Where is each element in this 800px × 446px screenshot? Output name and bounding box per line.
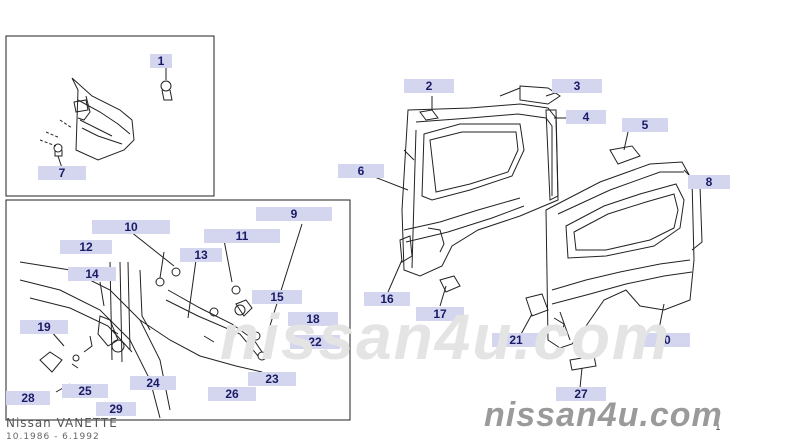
- callout-10[interactable]: 10: [92, 220, 170, 234]
- fuel-lid-drawing: [39, 64, 173, 169]
- callout-23[interactable]: 23: [248, 372, 296, 386]
- left-side-panel-drawing: [399, 85, 561, 293]
- callout-3[interactable]: 3: [552, 79, 602, 93]
- callout-24[interactable]: 24: [130, 376, 176, 390]
- callout-21[interactable]: 21: [492, 333, 540, 347]
- callout-28[interactable]: 28: [6, 391, 50, 405]
- callout-11[interactable]: 11: [204, 229, 280, 243]
- callout-8[interactable]: 8: [688, 175, 730, 189]
- callout-29[interactable]: 29: [96, 402, 136, 416]
- callout-22[interactable]: 22: [290, 335, 340, 349]
- callout-19[interactable]: 19: [20, 320, 68, 334]
- callout-4[interactable]: 4: [566, 110, 606, 124]
- inset-frame-lower: [5, 199, 351, 421]
- inset-frame-upper: [5, 35, 215, 197]
- callout-26[interactable]: 26: [208, 387, 256, 401]
- callout-14[interactable]: 14: [68, 267, 116, 281]
- period-caption: 10.1986 - 6.1992: [6, 432, 100, 442]
- callout-7[interactable]: 7: [38, 166, 86, 180]
- callout-27[interactable]: 27: [556, 387, 606, 401]
- callout-15[interactable]: 15: [252, 290, 302, 304]
- callout-25[interactable]: 25: [62, 384, 108, 398]
- callout-18[interactable]: 18: [288, 312, 338, 326]
- callout-2[interactable]: 2: [404, 79, 454, 93]
- callout-9[interactable]: 9: [256, 207, 332, 221]
- callout-12[interactable]: 12: [60, 240, 112, 254]
- callout-5[interactable]: 5: [622, 118, 668, 132]
- callout-20[interactable]: 20: [638, 333, 690, 347]
- callout-1[interactable]: 1: [150, 54, 172, 68]
- callout-17[interactable]: 17: [416, 307, 464, 321]
- watermark-large: nissan4u.com: [484, 396, 723, 434]
- watermark-faint: nissan4u.com: [220, 301, 671, 373]
- model-caption: Nissan VANETTE: [6, 416, 118, 430]
- page-mark: 1: [715, 423, 721, 433]
- callout-16[interactable]: 16: [364, 292, 410, 306]
- callout-6[interactable]: 6: [338, 164, 384, 178]
- callout-13[interactable]: 13: [180, 248, 222, 262]
